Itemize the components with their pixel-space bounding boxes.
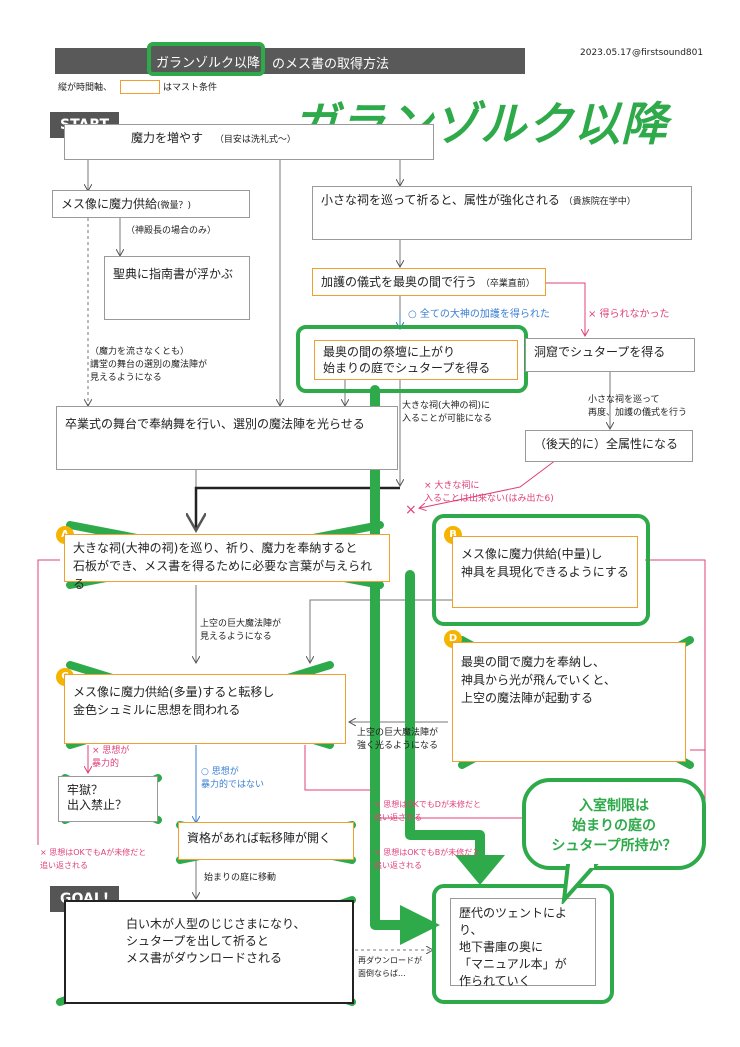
node-goal: 白い木が人型のじじさまになり、 シュタープを出して祈ると メス書がダウンロードさ… — [64, 900, 354, 1004]
mana-up-text: 魔力を増やす — [131, 131, 204, 145]
violent-label: × 思想が 暴力的 — [92, 746, 130, 769]
a-line2: 石板ができ、メス書を得るために必要な言葉が与えられる — [73, 559, 373, 591]
move-garden: 始まりの庭に移動 — [204, 873, 277, 883]
back-b-note: × 思想はOKでもBが未修だと 追い返される — [374, 848, 481, 870]
redownload-note: 再ダウンロードが 面倒ならば... — [358, 956, 422, 978]
mes-supply-note: (微量？) — [157, 201, 192, 211]
goal-line1: 白い木が人型のじじさまになり、 — [126, 917, 306, 931]
shinden-note: （神殿長の場合のみ） — [126, 226, 217, 236]
date: 2023.05.17 — [580, 48, 632, 58]
got-all-label: ○ 全ての大神の加護を得られた — [408, 309, 550, 320]
legend-time: 縦が時間軸、 — [58, 83, 113, 93]
okuoku-line1: 最奥の間の祭壇に上がり — [323, 345, 456, 359]
library-line2: 地下書庫の奥に — [459, 940, 544, 954]
node-library: 歴代のツェントにより、 地下書庫の奥に 「マニュアル本」が 作られていく — [450, 898, 596, 988]
goal-line2: シュタープを出して祈ると — [126, 934, 269, 948]
kago-ritual-text: 加護の儀式を最奥の間で行う — [321, 275, 478, 289]
all-attr-text: （後天的に）全属性になる — [534, 437, 679, 451]
mes-supply-text: メス像に魔力供給 — [61, 197, 158, 211]
speech-bubble: 入室制限は 始まりの庭の シュタープ所持か？ — [522, 778, 706, 870]
mana-not-flow-note: （魔力を流さなくとも） 講堂の舞台の選別の魔法陣が 見えるようになる — [90, 347, 208, 383]
library-line1: 歴代のツェントにより、 — [459, 906, 568, 937]
node-qualified: 資格があれば転移陣が開く — [178, 822, 354, 860]
x-mark: × — [405, 502, 417, 518]
sky-circle-glow: 上空の巨大魔法陣が 強く光るようになる — [357, 728, 439, 751]
kago-ritual-note: （卒業直前） — [480, 279, 535, 289]
qualified-text: 資格があれば転移陣が開く — [187, 831, 332, 845]
b-highlight — [432, 514, 650, 626]
node-seiten: 聖典に指南書が浮かぶ — [104, 256, 250, 320]
speech-line1: 入室制限は — [579, 798, 649, 814]
node-small-shrine: 小さな祠を巡って祈ると、属性が強化される （貴族院在学中） — [312, 186, 692, 240]
node-c: メス像に魔力供給(多量)すると転移し 金色シュミルに思想を問われる — [64, 674, 346, 744]
library-line3: 「マニュアル本」が — [459, 957, 567, 971]
goal-line3: メス書がダウンロードされる — [126, 951, 283, 965]
title-highlight — [147, 42, 265, 76]
node-kago-ritual: 加護の儀式を最奥の間で行う （卒業直前） — [312, 268, 546, 296]
small-shrine-note: （貴族院在学中） — [563, 197, 636, 207]
back-d-note: × 思想はOKでもDが未修だと 追い返される — [374, 800, 481, 822]
node-doukutsu: 洞窟でシュタープを得る — [525, 338, 695, 372]
library-highlight — [432, 884, 614, 1004]
node-graduation: 卒業式の舞台で奉納舞を行い、選別の魔法陣を光らせる — [56, 406, 398, 470]
node-mes-supply: メス像に魔力供給(微量？) — [52, 190, 250, 218]
small-shrine-again: 小さな祠を巡って 再度、加護の儀式を行う — [588, 395, 688, 418]
node-d: 最奥の間で魔力を奉納し、 神具から光が飛んでいくと、 上空の魔法陣が起動する — [452, 642, 686, 762]
title-suffix: のメス書の取得方法 — [272, 57, 390, 72]
not-violent-label: ○ 思想が 暴力的ではない — [201, 767, 265, 790]
speech-tail — [561, 864, 599, 904]
handle: @firstsound801 — [632, 48, 704, 58]
small-shrine-text: 小さな祠を巡って祈ると、属性が強化される — [321, 193, 560, 207]
mana-up-note: （目安は洗礼式～） — [214, 135, 296, 145]
sky-circle-visible: 上空の巨大魔法陣が 見えるようになる — [200, 619, 282, 642]
speech-line3: シュタープ所持か？ — [551, 838, 677, 854]
back-a-note: × 思想はOKでもAが未修だと 追い返される — [40, 848, 147, 870]
not-got-label: × 得られなかった — [588, 309, 670, 320]
jail-line2: 出入禁止？ — [67, 798, 128, 812]
d-line1: 最奥の間で魔力を奉納し、 — [461, 655, 606, 669]
doukutsu-text: 洞窟でシュタープを得る — [534, 345, 666, 359]
d-line3: 上空の魔法陣が起動する — [461, 691, 594, 705]
speech-line2: 始まりの庭の — [572, 818, 656, 834]
node-mana-up: 魔力を増やす （目安は洗礼式～） — [64, 124, 434, 160]
a-line1: 大きな祠(大神の祠)を巡り、祈り、魔力を奉納すると — [73, 541, 358, 555]
node-all-attr: （後天的に）全属性になる — [525, 430, 693, 462]
legend-must: はマスト条件 — [163, 83, 218, 93]
header-bar — [55, 48, 525, 74]
node-okuoku: 最奥の間の祭壇に上がり 始まりの庭でシュタープを得る — [314, 340, 518, 380]
b-line1: メス像に魔力供給(中量)し — [461, 547, 603, 561]
legend-orange-box — [120, 80, 160, 94]
seiten-text: 聖典に指南書が浮かぶ — [113, 267, 234, 281]
big-shrine-no-note: × 大きな祠に 入ることは出来ない(はみ出た6) — [424, 481, 554, 504]
okuoku-line2: 始まりの庭でシュタープを得る — [323, 361, 491, 375]
c-line1: メス像に魔力供給(多量)すると転移し — [73, 685, 275, 699]
c-line2: 金色シュミルに思想を問われる — [73, 703, 241, 717]
graduation-text: 卒業式の舞台で奉納舞を行い、選別の魔法陣を光らせる — [65, 417, 365, 431]
b-line2: 神具を具現化できるようにする — [461, 565, 629, 579]
jail-line1: 牢獄？ — [67, 783, 104, 797]
node-jail: 牢獄？ 出入禁止？ — [58, 776, 158, 822]
node-a: 大きな祠(大神の祠)を巡り、祈り、魔力を奉納すると 石板ができ、メス書を得るため… — [64, 534, 390, 591]
library-line4: 作られていく — [459, 974, 531, 988]
d-line2: 神具から光が飛んでいくと、 — [461, 673, 616, 687]
title-prefix: ガランゾルク以降 — [156, 56, 261, 71]
big-shrine-enter-note: 大きな祠(大神の祠)に 入ることが可能になる — [402, 401, 493, 424]
node-b: メス像に魔力供給(中量)し 神具を具現化できるようにする — [452, 536, 638, 608]
